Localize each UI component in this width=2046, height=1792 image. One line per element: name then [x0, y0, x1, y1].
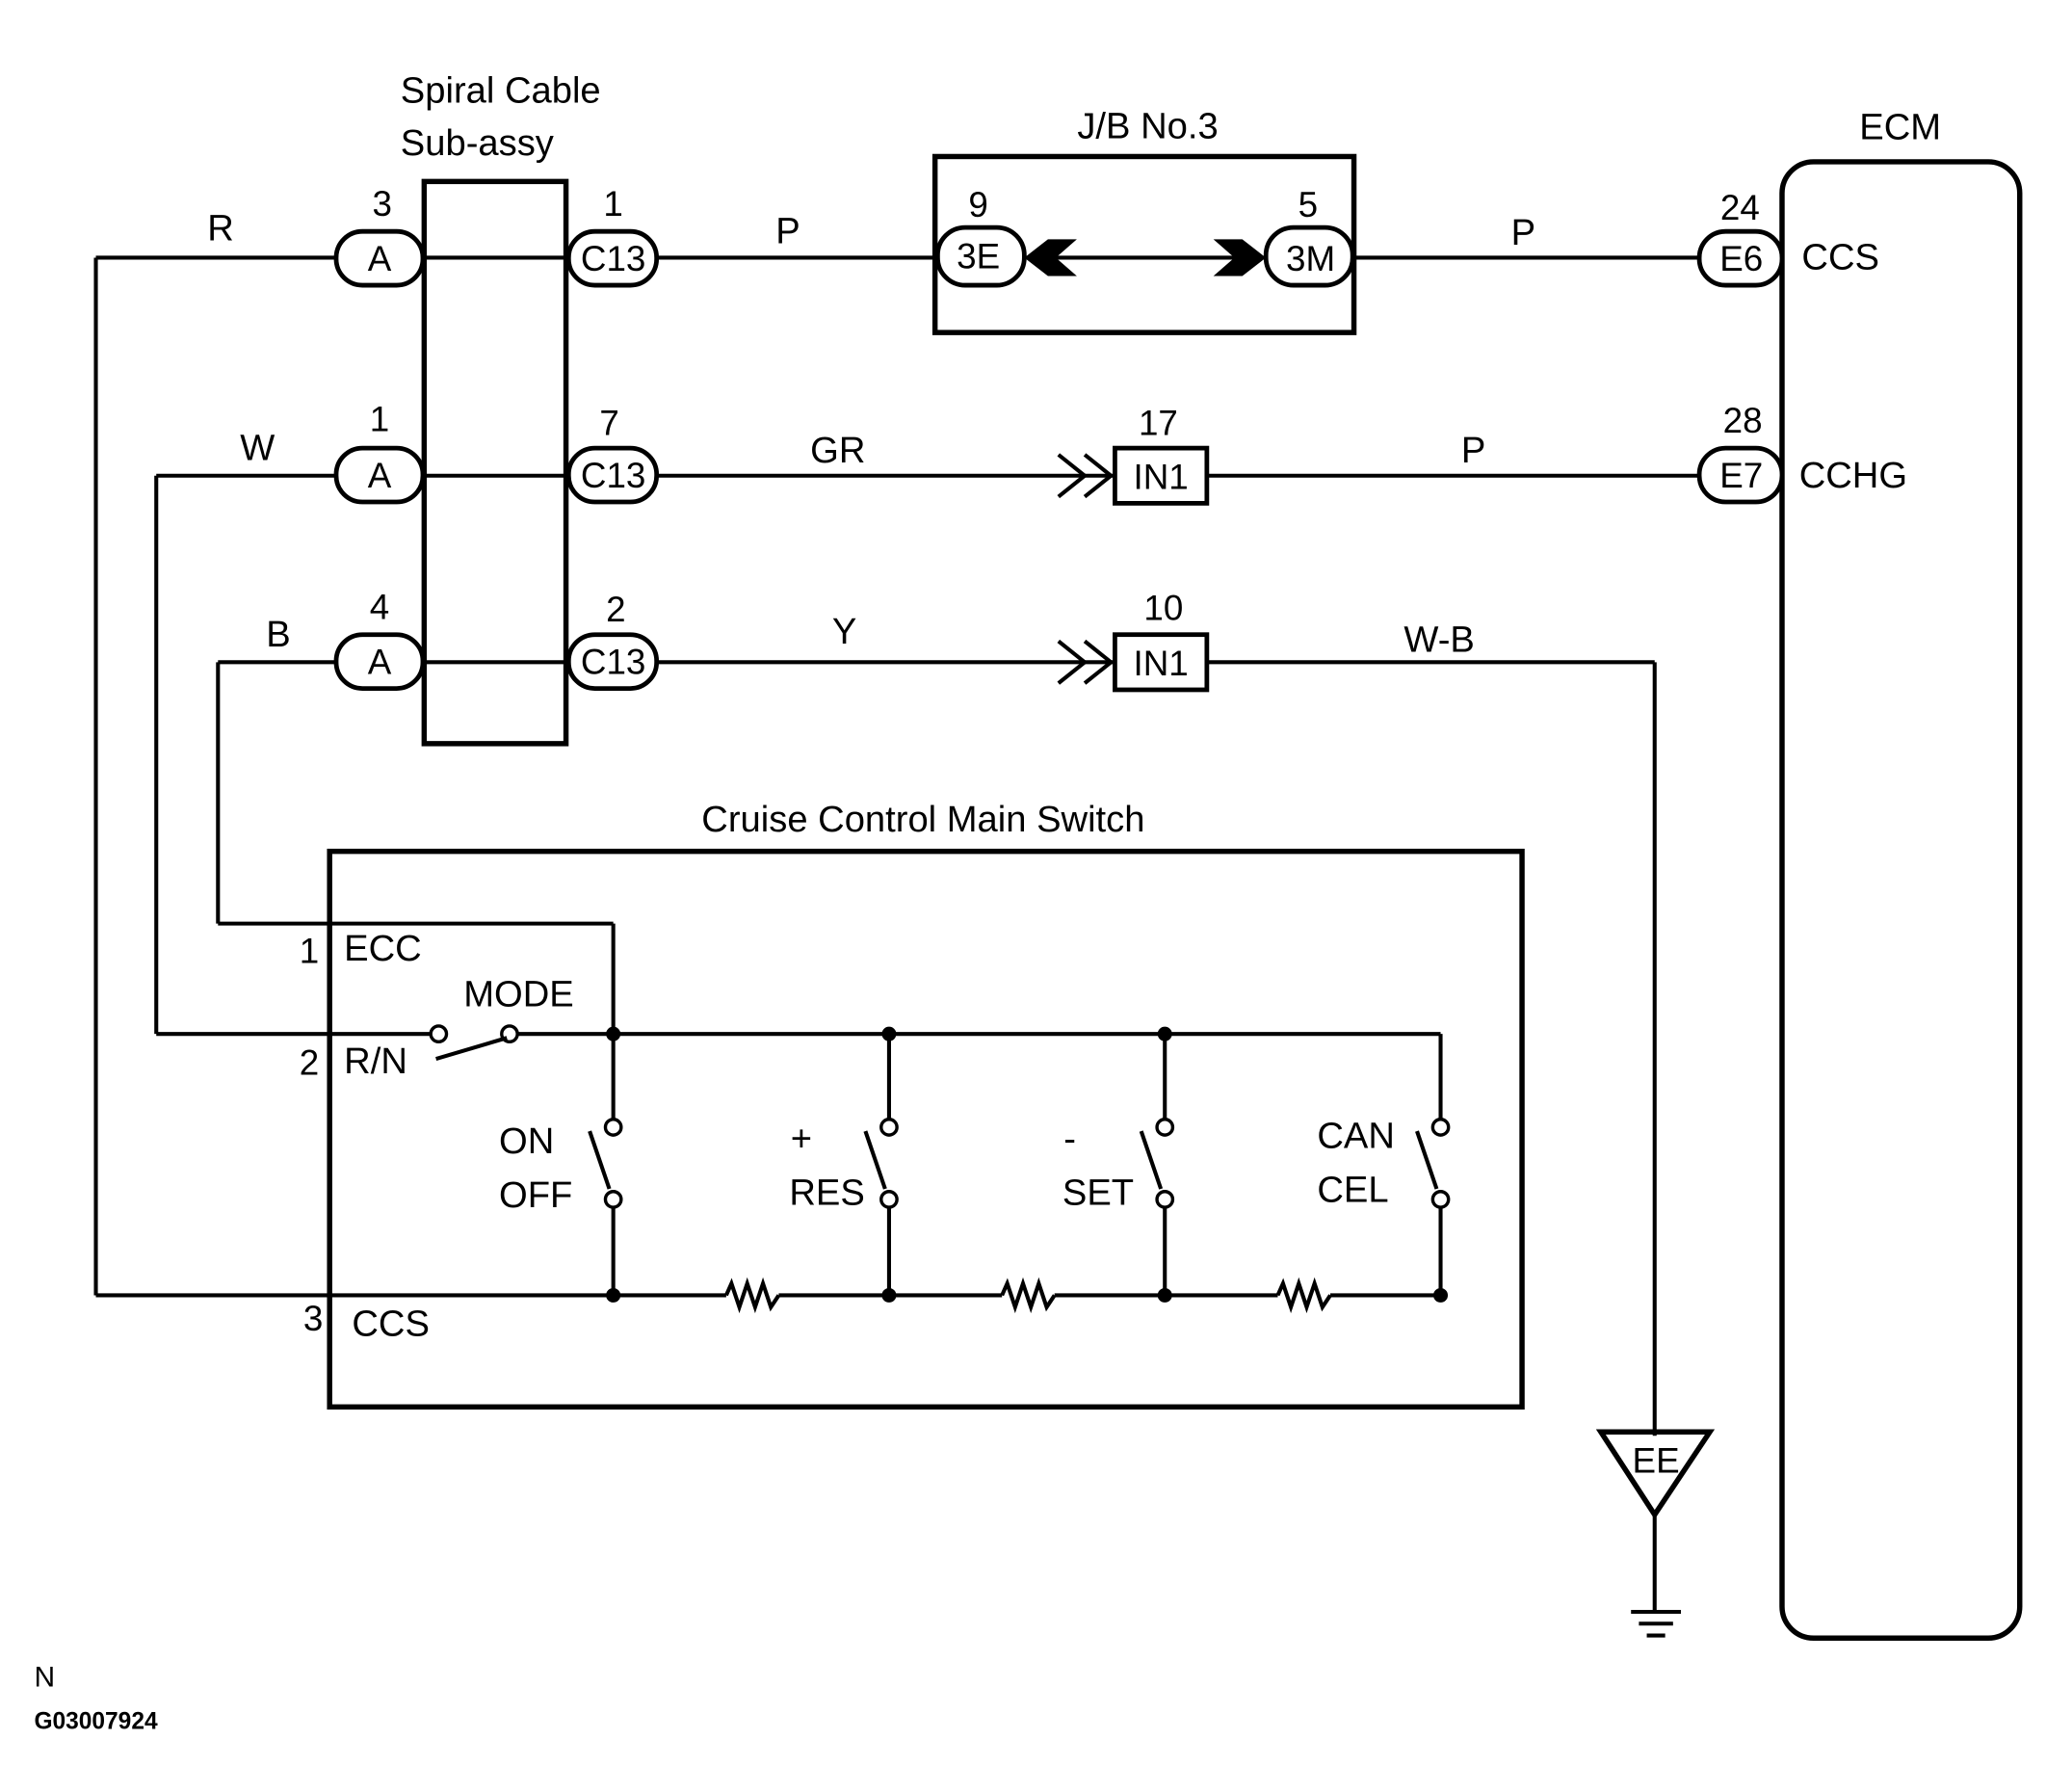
main-switch-title: Cruise Control Main Switch	[701, 799, 1144, 840]
junction-block-title: J/B No.3	[1077, 105, 1218, 146]
spiral-cable-title-line1: Spiral Cable	[401, 70, 601, 112]
resistor-icon	[1000, 1277, 1057, 1314]
connector-a-row2: A 1	[333, 399, 426, 505]
connector-label: C13	[581, 456, 646, 495]
pin-number: 1	[603, 184, 622, 224]
connector-label: 3M	[1286, 239, 1335, 278]
connector-in1-10: IN1 10	[1057, 589, 1210, 693]
ground-connector-label: EE	[1633, 1440, 1680, 1480]
connector-label: IN1	[1134, 457, 1189, 496]
junction-dot	[881, 1287, 897, 1303]
connector-e7: E7 28	[1696, 401, 1785, 505]
switch-terminal-ecc: ECC	[344, 928, 422, 969]
connector-c13-row1: C13 1	[565, 184, 660, 288]
pin-number: 1	[300, 932, 319, 971]
pin-number: 3	[372, 184, 391, 224]
switch-label-minus: -	[1063, 1118, 1076, 1159]
set-switch	[1139, 1034, 1175, 1296]
connector-label: IN1	[1134, 644, 1189, 683]
connector-3m: 3M 5	[1263, 185, 1355, 288]
resistor-icon	[724, 1277, 781, 1314]
pin-number: 5	[1298, 185, 1318, 224]
wire-color-label: B	[266, 614, 290, 655]
connector-a-row3: A 4	[333, 587, 426, 691]
pin-number: 4	[370, 587, 389, 626]
ground-icon	[1631, 1609, 1682, 1638]
wire-color-label: W	[240, 427, 275, 468]
pin-number: 2	[606, 590, 625, 629]
wire-color-label: P	[775, 210, 800, 251]
figure-id: G03007924	[34, 1708, 158, 1734]
switch-label-off: OFF	[499, 1174, 572, 1216]
wire-color-label: Y	[832, 611, 856, 652]
switch-label-res: RES	[789, 1172, 864, 1213]
connector-c13-row3: C13 2	[565, 590, 660, 691]
switch-label-can: CAN	[1317, 1116, 1395, 1157]
pin-number: 9	[968, 185, 987, 224]
ecm-title: ECM	[1859, 107, 1941, 148]
pin-number: 1	[370, 399, 389, 438]
footer-code-letter: N	[34, 1662, 55, 1694]
wire-color-label: P	[1461, 430, 1485, 471]
pin-number: 17	[1139, 403, 1178, 442]
connector-label: A	[368, 643, 392, 682]
switch-label-plus: +	[791, 1118, 812, 1159]
switch-label-cel: CEL	[1317, 1170, 1388, 1211]
male-terminal-icon	[1213, 239, 1267, 277]
switch-label-set: SET	[1062, 1172, 1134, 1213]
connector-label: 3E	[957, 236, 1000, 276]
wire-color-label: R	[207, 208, 234, 250]
connector-label: A	[368, 456, 392, 495]
pin-number: 2	[300, 1042, 319, 1082]
connector-3e: 3E 9	[935, 185, 1027, 288]
connector-label: E7	[1719, 456, 1763, 495]
connector-label: C13	[581, 643, 646, 682]
cancel-switch	[1415, 1118, 1451, 1296]
switch-label-on: ON	[499, 1120, 554, 1162]
mode-switch	[429, 1024, 519, 1062]
on-off-switch	[588, 1034, 623, 1296]
pin-number: 7	[599, 403, 618, 442]
wire-color-label: P	[1511, 212, 1535, 253]
pin-number: 10	[1143, 589, 1183, 628]
ecm-terminal-cchg: CCHG	[1799, 455, 1907, 496]
spiral-cable-body	[421, 178, 569, 747]
ground-triangle	[1595, 1429, 1716, 1520]
res-switch	[863, 1034, 899, 1296]
spiral-cable-title-line2: Sub-assy	[401, 122, 554, 164]
female-terminal-icon	[1024, 239, 1077, 277]
junction-dot	[1157, 1287, 1172, 1303]
wire-color-label: W-B	[1403, 619, 1474, 660]
connector-in1-17: IN1 17	[1057, 403, 1210, 506]
junction-dot	[606, 1287, 621, 1303]
switch-label-mode: MODE	[463, 974, 573, 1015]
switch-terminal-rn: R/N	[344, 1041, 407, 1082]
ecm-terminal-ccs: CCS	[1801, 237, 1879, 278]
connector-c13-row2: C13 7	[565, 403, 660, 505]
connector-label: A	[368, 239, 392, 278]
ecm-body	[1779, 159, 2023, 1641]
connector-e6: E6 24	[1696, 188, 1785, 288]
junction-dot	[1433, 1287, 1449, 1303]
pin-number: 3	[303, 1299, 323, 1338]
resistor-icon	[1275, 1277, 1332, 1314]
connector-label: C13	[581, 239, 646, 278]
connector-label: E6	[1719, 239, 1763, 278]
pin-number: 24	[1720, 188, 1760, 227]
switch-terminal-ccs: CCS	[352, 1304, 430, 1345]
wire-color-label: GR	[810, 430, 865, 471]
main-switch-body	[327, 848, 1525, 1410]
junction-block-body	[931, 153, 1357, 335]
connector-a-row1: A 3	[333, 184, 426, 288]
pin-number: 28	[1723, 401, 1763, 440]
